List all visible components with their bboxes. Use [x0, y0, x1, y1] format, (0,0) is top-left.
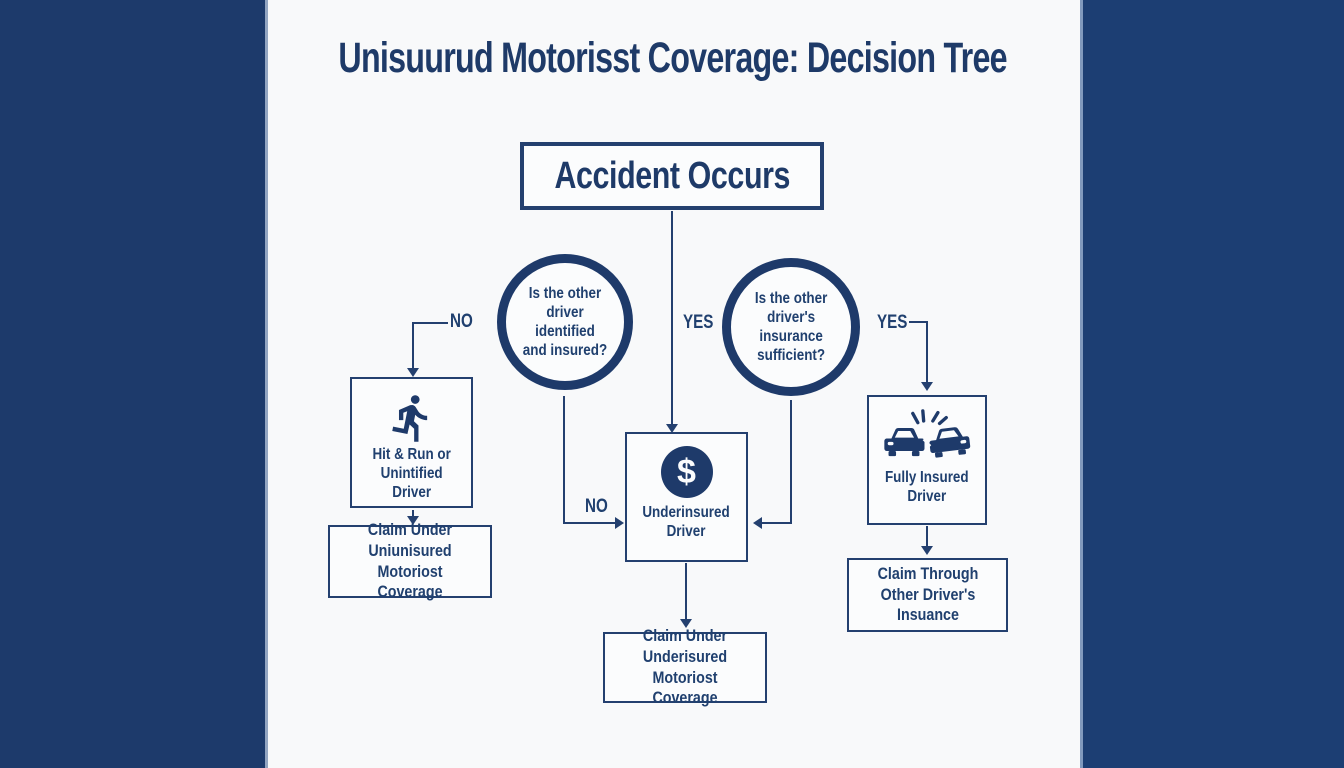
decision-circle-identified-insured: Is the other driver identified and insur… — [497, 254, 633, 390]
arrowhead-down-icon — [921, 382, 933, 391]
edge-label-no-center: NO — [585, 496, 608, 517]
underinsured-label: Underinsured Driver — [642, 504, 731, 540]
car-crash-icon — [884, 409, 971, 458]
connector-circle-left-down — [563, 396, 565, 524]
connector-yes-vertical — [926, 321, 928, 382]
claim-underinsured-label: Claim Under Underisured Motoriost Covera… — [642, 626, 728, 708]
claim-uninsured-box: Claim Under Uniunisured Motoriost Covera… — [328, 520, 492, 601]
accident-occurs-box: Accident Occurs — [520, 142, 824, 210]
edge-label-yes-center: YES — [683, 312, 714, 333]
arrowhead-down-icon — [680, 619, 692, 628]
underinsured-box: $ Underinsured Driver — [625, 432, 748, 562]
claim-uninsured-label: Claim Under Uniunisured Motoriost Covera… — [367, 520, 453, 602]
fully-insured-box: Fully Insured Driver — [867, 395, 987, 525]
connector-circle-left-horizontal — [563, 522, 617, 524]
arrowhead-right-icon — [615, 517, 624, 529]
connector-fully-to-claim — [926, 526, 928, 548]
diagram-title-text: Unisuurud Motorisst Coverage: Decision T… — [338, 33, 1008, 82]
arrowhead-down-icon — [666, 424, 678, 433]
diagram-title: Unisuurud Motorisst Coverage: Decision T… — [265, 32, 1081, 84]
edge-label-no-left: NO — [450, 311, 473, 332]
left-border-panel — [0, 0, 268, 768]
running-person-icon — [391, 395, 427, 442]
edge-label-yes-right: YES — [877, 312, 908, 333]
claim-other-driver-box: Claim Through Other Driver's Insuance — [847, 558, 1008, 632]
right-border-panel — [1080, 0, 1344, 768]
fully-insured-label: Fully Insured Driver — [885, 469, 969, 505]
connector-no-horizontal — [412, 322, 448, 324]
connector-underinsured-to-claim — [685, 563, 687, 621]
hit-run-label: Hit & Run or Unintified Driver — [372, 446, 451, 501]
arrowhead-down-icon — [407, 368, 419, 377]
accident-occurs-label: Accident Occurs — [554, 154, 790, 197]
arrowhead-down-icon — [407, 516, 419, 525]
decision-question: Is the other driver identified and insur… — [522, 284, 608, 360]
decision-circle-insurance-sufficient: Is the other driver's insurance sufficie… — [722, 258, 860, 396]
connector-yes-horizontal — [909, 321, 928, 323]
connector-circle-right-horizontal — [762, 522, 792, 524]
connector-no-vertical — [412, 322, 414, 368]
connector-root-to-underinsured — [671, 211, 673, 424]
dollar-icon: $ — [660, 446, 713, 498]
hit-run-box: Hit & Run or Unintified Driver — [350, 377, 473, 508]
arrowhead-down-icon — [921, 546, 933, 555]
connector-hitrun-to-claim — [412, 510, 414, 518]
claim-other-driver-label: Claim Through Other Driver's Insuance — [877, 563, 978, 625]
decision-question: Is the other driver's insurance sufficie… — [754, 289, 828, 365]
connector-circle-right-down — [790, 400, 792, 524]
claim-underinsured-box: Claim Under Underisured Motoriost Covera… — [603, 626, 767, 707]
arrowhead-left-icon — [753, 517, 762, 529]
